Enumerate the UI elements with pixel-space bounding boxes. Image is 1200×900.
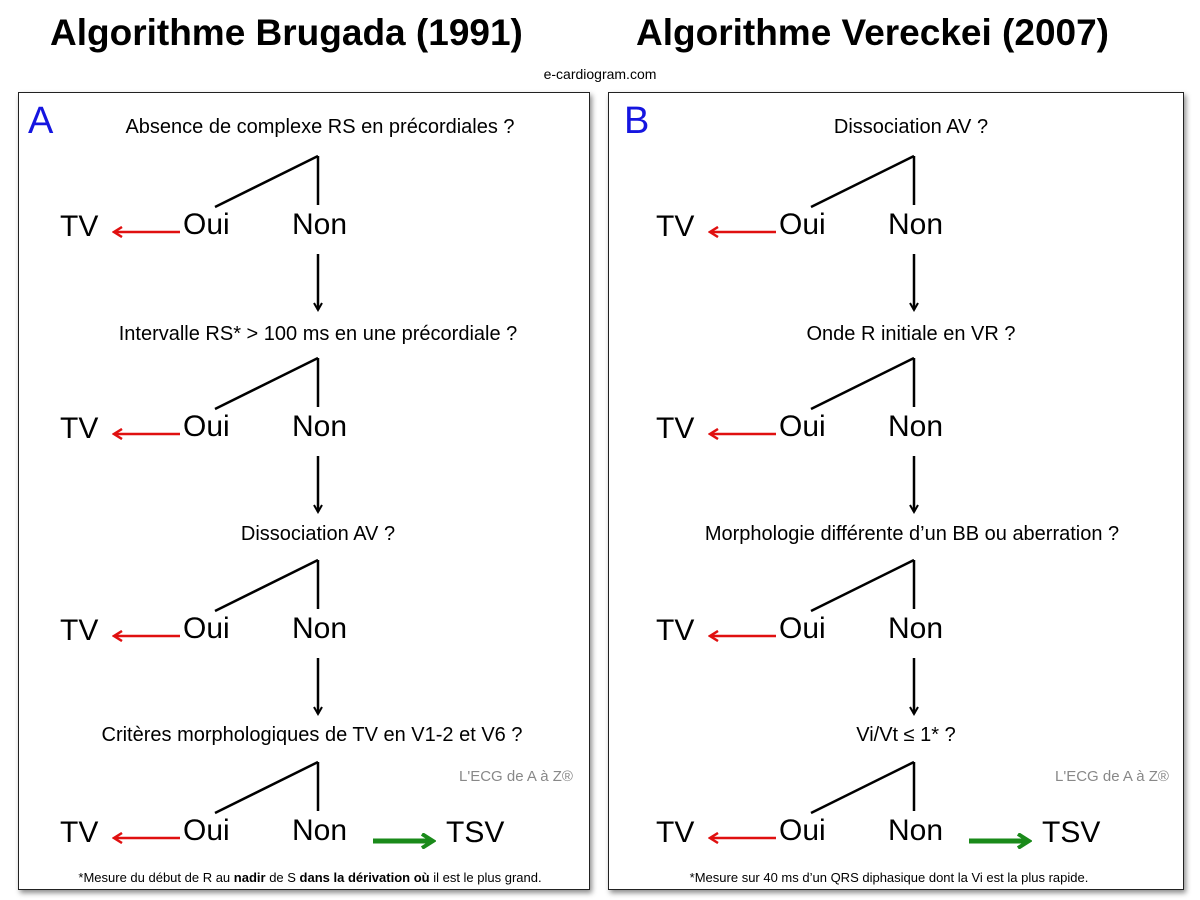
question-1: Dissociation AV ? <box>833 116 989 138</box>
panel-brugada <box>18 92 590 890</box>
watermark-logo: L'ECG de A à Z® <box>459 768 573 785</box>
outcome-tsv: TSV <box>1042 816 1101 849</box>
branch-yes-line <box>214 760 319 815</box>
answer-no: Non <box>292 612 348 645</box>
footnote-text: *Mesure du début de R au <box>78 870 234 885</box>
outcome-tv: TV <box>60 816 99 849</box>
title-brugada: Algorithme Brugada (1991) <box>50 12 523 53</box>
question-2: Onde R initiale en VR ? <box>806 323 1016 345</box>
question-3: Morphologie différente d’un BB ou aberra… <box>704 523 1120 545</box>
answer-no: Non <box>292 410 348 443</box>
branch-yes-line <box>810 154 915 209</box>
footnote-bold: dans la dérivation où <box>299 870 430 885</box>
outcome-tv: TV <box>656 614 695 647</box>
outcome-tv: TV <box>60 614 99 647</box>
answer-yes: Oui <box>779 814 826 847</box>
branch-yes-line <box>810 760 915 815</box>
outcome-tv: TV <box>656 816 695 849</box>
question-4: Critères morphologiques de TV en V1-2 et… <box>101 724 523 746</box>
answer-no: Non <box>292 208 348 241</box>
footnote-text: *Mesure sur 40 ms d’un QRS diphasique do… <box>689 870 1089 885</box>
answer-yes: Oui <box>779 410 826 443</box>
answer-no: Non <box>888 208 944 241</box>
branch-yes-line <box>810 356 915 411</box>
footnote: *Mesure du début de R au nadir de S dans… <box>78 870 541 885</box>
answer-yes: Oui <box>183 612 230 645</box>
question-4: Vi/Vt ≤ 1* ? <box>856 724 956 746</box>
branch-yes-line <box>810 558 915 613</box>
question-2: Intervalle RS* > 100 ms en une précordia… <box>118 323 518 345</box>
outcome-tsv: TSV <box>446 816 505 849</box>
answer-yes: Oui <box>779 208 826 241</box>
watermark-logo: L'ECG de A à Z® <box>1055 768 1169 785</box>
panel-letter: B <box>624 100 650 142</box>
outcome-tv: TV <box>60 210 99 243</box>
answer-no: Non <box>292 814 348 847</box>
panel-vereckei <box>608 92 1184 890</box>
branch-yes-line <box>214 558 319 613</box>
answer-yes: Oui <box>779 612 826 645</box>
outcome-tv: TV <box>656 412 695 445</box>
answer-yes: Oui <box>183 410 230 443</box>
outcome-tv: TV <box>60 412 99 445</box>
footnote-bold: nadir <box>233 870 266 885</box>
answer-yes: Oui <box>183 208 230 241</box>
branch-yes-line <box>214 356 319 411</box>
title-vereckei: Algorithme Vereckei (2007) <box>636 12 1109 53</box>
answer-no: Non <box>888 612 944 645</box>
question-3: Dissociation AV ? <box>240 523 396 545</box>
branch-yes-line <box>214 154 319 209</box>
footnote-text: de S <box>265 870 300 885</box>
footnote-text: il est le plus grand. <box>429 870 542 885</box>
answer-no: Non <box>888 410 944 443</box>
outcome-tv: TV <box>656 210 695 243</box>
question-1: Absence de complexe RS en précordiales ? <box>125 116 515 138</box>
answer-yes: Oui <box>183 814 230 847</box>
site-credit: e-cardiogram.com <box>543 66 657 82</box>
panel-letter: A <box>28 100 54 142</box>
footnote: *Mesure sur 40 ms d’un QRS diphasique do… <box>690 870 1089 885</box>
answer-no: Non <box>888 814 944 847</box>
